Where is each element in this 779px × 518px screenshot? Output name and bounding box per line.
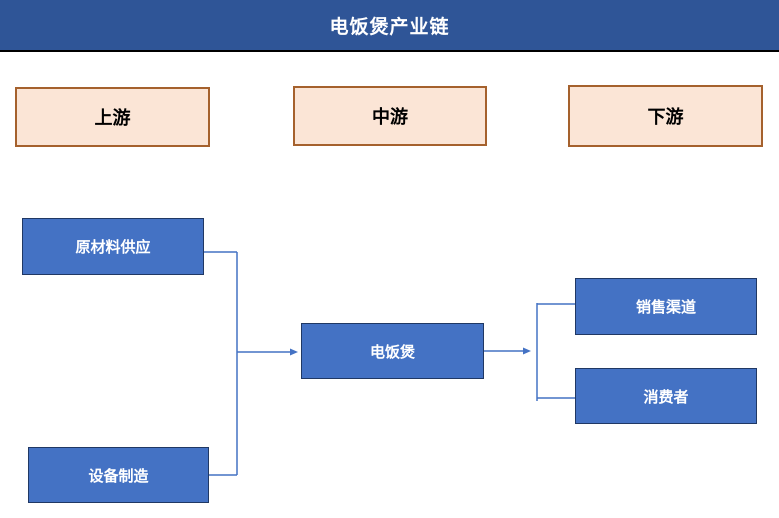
stage-label-upstream: 上游 [94, 108, 131, 128]
node-label-raw-material: 原材料供应 [75, 239, 151, 256]
diagram-title: 电饭煲产业链 [329, 16, 450, 38]
diagram-title-bar: 电饭煲产业链 [0, 0, 779, 52]
node-raw-material-supply: 原材料供应 [22, 218, 204, 275]
node-label-equipment: 设备制造 [88, 467, 149, 485]
node-equipment-manufacturing: 设备制造 [28, 447, 209, 503]
node-label-sales-channel: 销售渠道 [635, 299, 696, 316]
stage-box-downstream: 下游 [568, 85, 763, 147]
node-sales-channel: 销售渠道 [575, 278, 757, 335]
stage-label-midstream: 中游 [372, 107, 408, 127]
stage-box-upstream: 上游 [15, 87, 210, 147]
node-rice-cooker: 电饭煲 [301, 323, 484, 379]
stage-label-downstream: 下游 [647, 107, 684, 127]
node-label-rice-cooker: 电饭煲 [369, 343, 415, 361]
node-label-consumer: 消费者 [643, 388, 689, 406]
node-consumer: 消费者 [575, 368, 757, 424]
stage-box-midstream: 中游 [293, 86, 487, 146]
